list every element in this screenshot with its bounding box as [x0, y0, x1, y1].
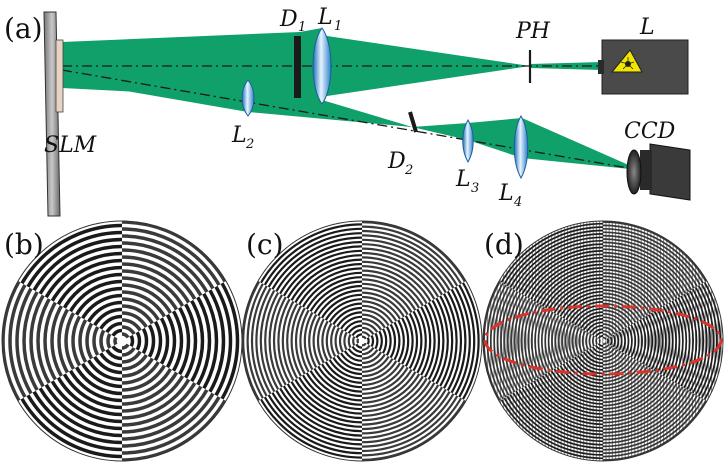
label-d2-sub: 2 — [404, 163, 413, 178]
highlight-ellipse — [483, 304, 723, 376]
panel-label-a: (a) — [4, 12, 43, 45]
pattern-b — [1, 220, 243, 462]
panel-label-d: (d) — [484, 228, 524, 261]
label-l1: L — [317, 5, 333, 30]
laser-warning-icon — [610, 49, 643, 73]
label-l1-sub: 1 — [334, 19, 342, 34]
label-laser: L — [639, 15, 655, 40]
aperture-d2 — [408, 111, 418, 133]
laser-source — [598, 39, 689, 95]
label-ph: PH — [515, 19, 551, 44]
aperture-d1 — [294, 36, 301, 98]
label-slm: SLM — [44, 133, 97, 158]
label-d2: D — [387, 149, 406, 174]
pattern-c — [241, 220, 483, 462]
label-l2-sub: 2 — [245, 137, 254, 152]
lens-l2 — [241, 79, 255, 117]
label-l4: L — [498, 181, 514, 206]
lower-beam-spread — [248, 78, 412, 127]
panel-label-c: (c) — [246, 228, 284, 261]
lens-l4 — [513, 114, 529, 180]
label-l3-sub: 3 — [471, 181, 479, 196]
label-l3: L — [455, 167, 471, 192]
panel-label-b: (b) — [4, 228, 44, 261]
panel-a: (a) SLM D 1 L 1 L 2 D 2 L 3 L 4 PH L CCD — [4, 5, 691, 217]
label-l4-sub: 4 — [513, 195, 522, 210]
lower-optical-axis — [61, 69, 641, 171]
lens-l1 — [312, 27, 332, 105]
label-ccd: CCD — [624, 119, 676, 144]
ccd-camera — [626, 143, 691, 201]
slm-device — [43, 11, 64, 217]
label-l2: L — [231, 123, 247, 148]
pattern-d — [482, 220, 724, 462]
label-d1-sub: 1 — [298, 20, 306, 35]
lens-l3 — [462, 119, 474, 163]
label-d1: D — [279, 7, 298, 32]
